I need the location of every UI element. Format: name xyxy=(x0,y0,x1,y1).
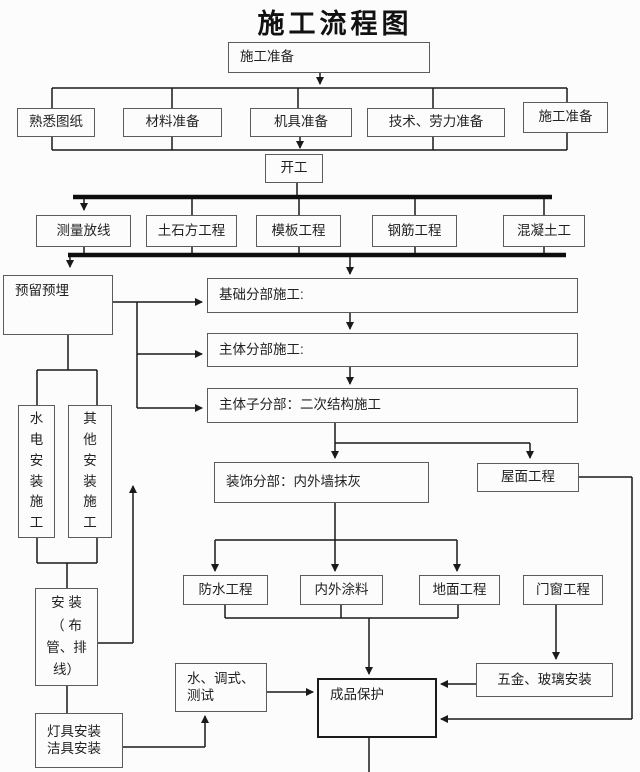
node-piping-wiring-install: 安 装 （ 布 管、排 线） xyxy=(35,588,98,686)
thick-bars xyxy=(68,194,566,258)
node-construction-preparation-right: 施工准备 xyxy=(523,102,608,133)
installation-connectors xyxy=(36,485,209,748)
node-decoration-plastering: 装饰分部：内外墙抹灰 xyxy=(214,462,429,503)
node-mep-installation: 水 电 安 装 施 工 xyxy=(18,405,55,538)
node-flooring-works: 地面工程 xyxy=(419,575,500,605)
node-material-preparation: 材料准备 xyxy=(123,108,222,137)
node-machinery-preparation: 机具准备 xyxy=(250,108,352,137)
node-foundation-division: 基础分部施工: xyxy=(207,278,578,313)
node-familiarize-drawings: 熟悉图纸 xyxy=(17,108,95,137)
prep-stage-connectors xyxy=(51,73,568,195)
node-interior-exterior-coating: 内外涂料 xyxy=(300,575,383,605)
node-concrete-works: 混凝土工 xyxy=(503,215,585,247)
reserve-embed-connectors xyxy=(36,298,203,412)
node-main-body-division: 主体分部施工: xyxy=(207,333,578,367)
node-reserve-embed: 预留预埋 xyxy=(3,275,113,335)
page-title: 施工流程图 xyxy=(257,9,413,39)
node-doors-windows: 门窗工程 xyxy=(523,575,603,605)
node-tech-labor-preparation: 技术、劳力准备 xyxy=(367,108,505,137)
node-hardware-glass-install: 五金、玻璃安装 xyxy=(476,663,613,697)
node-construction-preparation: 施工准备 xyxy=(228,42,430,73)
node-finished-product-protection: 成品保护 xyxy=(317,678,437,738)
node-formwork: 模板工程 xyxy=(256,215,341,247)
node-start-work: 开工 xyxy=(265,154,323,183)
node-water-commissioning-test: 水、调式、 测试 xyxy=(175,663,267,712)
node-sub-body-secondary-structure: 主体子分部：二次结构施工 xyxy=(207,388,578,423)
node-earthwork: 土石方工程 xyxy=(146,215,237,247)
protection-connectors xyxy=(267,476,633,772)
finishing-stage-connectors xyxy=(211,423,560,675)
node-lamps-sanitary-install: 灯具安装 洁具安装 xyxy=(35,713,123,768)
structure-stage-connectors xyxy=(66,199,545,385)
node-waterproofing: 防水工程 xyxy=(183,575,268,605)
node-other-installation: 其 他 安 装 施 工 xyxy=(68,405,112,538)
node-survey-layout: 测量放线 xyxy=(36,215,131,247)
node-roofing-works: 屋面工程 xyxy=(477,463,579,492)
node-rebar-works: 钢筋工程 xyxy=(372,215,457,247)
